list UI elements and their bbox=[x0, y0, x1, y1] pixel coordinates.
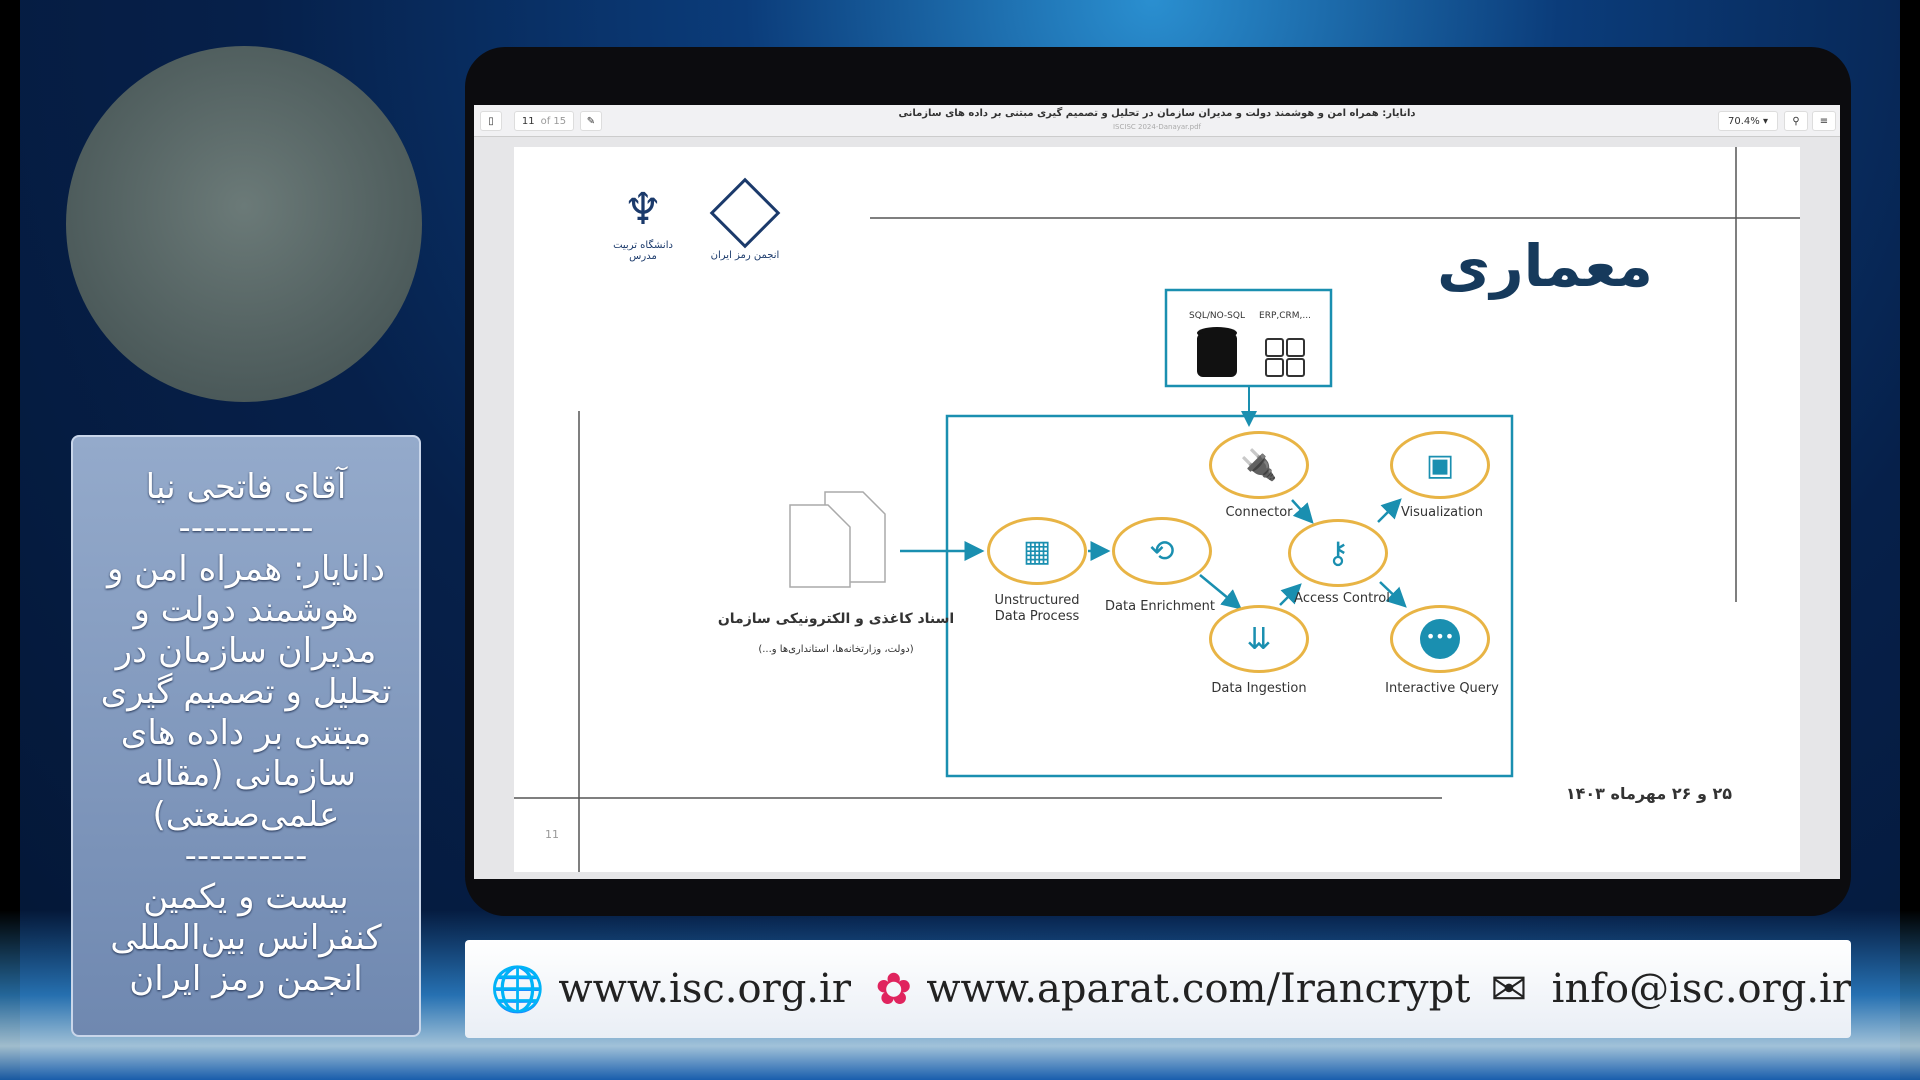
conference-name: بیست و یکمین کنفرانس بین‌المللی انجمن رم… bbox=[110, 877, 382, 999]
enrichment-node-icon: ⟲ bbox=[1112, 517, 1212, 585]
speaker-panel: آقای فاتحی نیا ----------- دانایار: همرا… bbox=[71, 435, 421, 1037]
node-label-connector: Connector bbox=[1225, 505, 1293, 520]
sql-label: SQL/NO-SQL bbox=[1189, 311, 1245, 321]
file-name: ISCISC 2024-Danayar.pdf bbox=[1112, 123, 1201, 131]
left-edge bbox=[0, 0, 20, 1080]
aparat-icon: ✿ bbox=[875, 963, 913, 1015]
node-label-access: Access Control bbox=[1294, 591, 1390, 606]
university-logo: ♆دانشگاه تربیت مدرس bbox=[613, 184, 673, 262]
right-edge bbox=[1900, 0, 1920, 1080]
footer-bar: 🌐 www.isc.org.ir ✿ www.aparat.com/Irancr… bbox=[465, 940, 1851, 1038]
chat-bubble-icon: ••• bbox=[1390, 605, 1490, 673]
apps-grid-icon bbox=[1265, 338, 1305, 377]
pdf-page bbox=[514, 147, 1800, 872]
platform-box bbox=[945, 414, 1514, 778]
email-link[interactable]: info@isc.org.ir bbox=[1551, 966, 1851, 1012]
slide-title: معماری bbox=[1437, 232, 1653, 300]
documents-icon bbox=[789, 491, 886, 588]
edit-pencil-icon[interactable]: ✎ bbox=[580, 111, 602, 131]
documents-label: اسناد کاغذی و الکترونیکی سازمان bbox=[717, 611, 955, 627]
zoom-value: 70.4% bbox=[1728, 115, 1760, 127]
email-envelope-icon: ✉ bbox=[1490, 963, 1528, 1015]
aparat-link[interactable]: www.aparat.com/Irancrypt bbox=[926, 966, 1471, 1012]
slide-page-number: 11 bbox=[545, 828, 559, 841]
page-navigator[interactable]: 11 of 15 bbox=[514, 111, 574, 131]
speaker-name: آقای فاتحی نیا bbox=[145, 467, 347, 507]
node-label-ingestion: Data Ingestion bbox=[1211, 681, 1307, 696]
database-icon bbox=[1197, 327, 1237, 377]
ingestion-node-icon: ⇊ bbox=[1209, 605, 1309, 673]
speaker-camera-placeholder bbox=[66, 46, 422, 402]
node-label-visualization: Visualization bbox=[1400, 505, 1484, 520]
node-label-unstructured: Unstructured Data Process bbox=[994, 593, 1080, 624]
sidebar-toggle-icon[interactable]: ▯ bbox=[480, 111, 502, 131]
page-number-input[interactable]: 11 bbox=[521, 115, 535, 127]
node-label-query: Interactive Query bbox=[1385, 681, 1499, 696]
access-control-key-icon: ⚷ bbox=[1288, 519, 1388, 587]
document-title: دانایار: همراه امن و هوشمند دولت و مدیرا… bbox=[898, 108, 1416, 119]
separator: ---------- bbox=[184, 836, 308, 876]
talk-title: دانایار: همراه امن و هوشمند دولت و مدیرا… bbox=[100, 549, 392, 835]
pdf-toolbar: ▯ 11 of 15 ✎ دانایار: همراه امن و هوشمند… bbox=[474, 105, 1840, 137]
sources-box bbox=[1164, 288, 1333, 388]
menu-icon[interactable]: ≡ bbox=[1812, 111, 1836, 131]
documents-sublabel: (دولت، وزارتخانه‌ها، استانداری‌ها و...) bbox=[758, 644, 914, 655]
globe-www-icon: 🌐 bbox=[490, 964, 546, 1015]
connector-node-icon: 🔌 bbox=[1209, 431, 1309, 499]
zoom-select[interactable]: 70.4% ▾ bbox=[1718, 111, 1778, 131]
unstructured-node-icon: ▦ bbox=[987, 517, 1087, 585]
isc-logo: انجمن رمز ایران bbox=[705, 177, 785, 274]
website-link[interactable]: www.isc.org.ir bbox=[558, 966, 851, 1012]
slide-date: ۲۵ و ۲۶ مهرماه ۱۴۰۳ bbox=[1565, 784, 1732, 803]
visualization-node-icon: ▣ bbox=[1390, 431, 1490, 499]
erp-label: ERP,CRM,... bbox=[1259, 311, 1311, 321]
node-label-enrichment: Data Enrichment bbox=[1105, 599, 1215, 614]
page-total: of 15 bbox=[540, 115, 567, 127]
separator: ----------- bbox=[178, 508, 314, 548]
search-icon[interactable]: ⚲ bbox=[1784, 111, 1808, 131]
